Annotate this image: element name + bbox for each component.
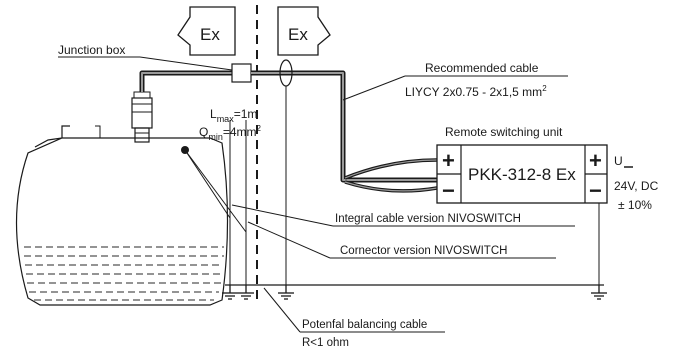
- junction-box-leader: [139, 56, 233, 71]
- level-switch-sensor: [131, 91, 153, 143]
- tank: [15, 125, 229, 306]
- input-minus-terminal: −: [442, 178, 455, 203]
- supply-u-label: U: [614, 154, 623, 168]
- sensor-cable-inner: [141, 72, 232, 92]
- integral-cable-label: Integral cable version NIVOSWITCH: [335, 213, 521, 225]
- remote-unit-label: Remote switching unit: [445, 125, 563, 139]
- recommended-cable-label: Recommended cable: [425, 61, 539, 75]
- cable-spec-label: LIYCY 2x0.75 - 2x1,5 mm2: [405, 84, 547, 99]
- balancing-wire-1: [184, 149, 231, 219]
- supply-tolerance-label: ± 10%: [618, 198, 652, 212]
- ex-label-left: Ex: [200, 25, 220, 44]
- connector-version-leader: [247, 221, 331, 259]
- recommended-cable-inner: [251, 72, 440, 181]
- ex-zone-right-marker: Ex: [277, 6, 331, 56]
- junction-box: [231, 63, 252, 83]
- remote-switching-unit: + − PKK-312-8 Ex + −: [436, 144, 608, 204]
- input-plus-terminal: +: [442, 148, 455, 173]
- qmin-label: Qmin=4mm2: [199, 124, 262, 142]
- sensor-cable-outer: [139, 70, 232, 92]
- ground-symbols: [222, 285, 607, 300]
- junction-box-label: Junction box: [58, 43, 125, 57]
- recommended-cable-leader: [342, 75, 406, 101]
- balancing-cable-label: Potenfal balancing cable: [302, 319, 427, 331]
- device-name: PKK-312-8 Ex: [468, 165, 576, 184]
- ex-label-right: Ex: [288, 25, 308, 44]
- supply-plus-terminal: +: [589, 148, 602, 173]
- balancing-wire-2: [184, 149, 247, 233]
- balancing-r-label: R<1 ohm: [302, 337, 349, 349]
- ex-zone-left-marker: Ex: [177, 6, 236, 56]
- liquid-hatch: [24, 246, 224, 301]
- integral-cable-leader: [231, 204, 334, 227]
- lmax-label: Lmax=1m: [210, 107, 257, 124]
- supply-minus-terminal: −: [589, 178, 602, 203]
- supply-voltage-label: 24V, DC: [614, 179, 659, 193]
- balancing-cable-leader: [263, 287, 301, 333]
- twisted-wire-pair: [344, 158, 438, 193]
- connector-version-label: Cornector version NIVOSWITCH: [340, 245, 507, 257]
